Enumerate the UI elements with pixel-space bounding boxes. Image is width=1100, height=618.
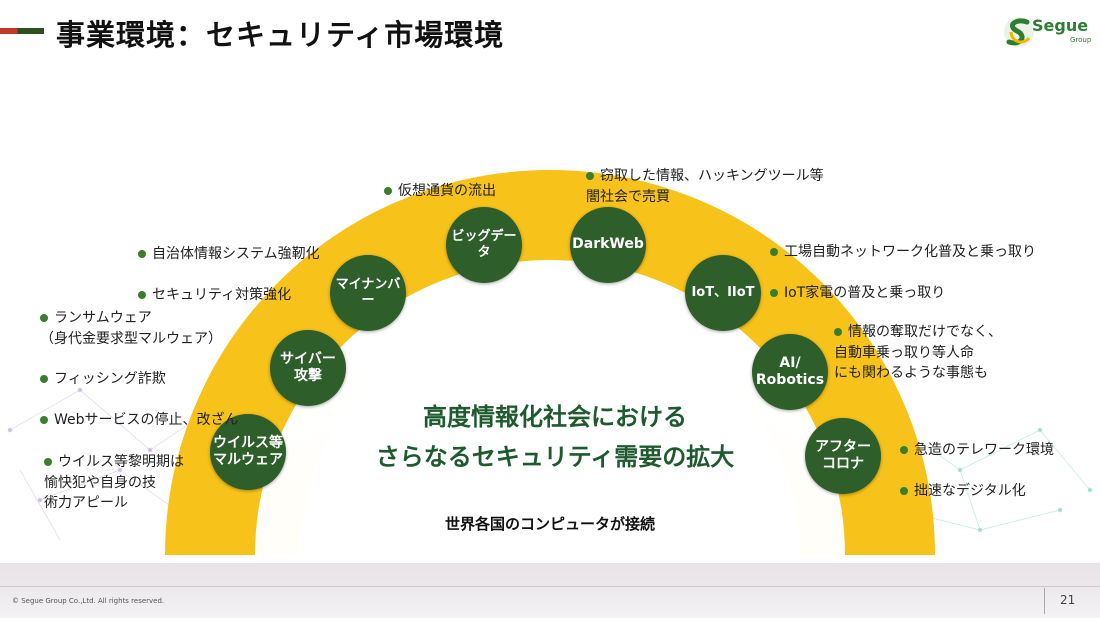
note-item: ウイルス等黎明期は 愉快犯や自身の技 術力アピール [44, 454, 184, 511]
note-item: 窃取した情報、ハッキングツール等 闇社会で売買 [586, 168, 824, 205]
node-after-corona: アフター コロナ [805, 418, 881, 494]
note-mynumber: 自治体情報システム強靭化 セキュリティ対策強化 [138, 224, 320, 325]
bullet-dot [44, 458, 52, 467]
note-item: 工場自動ネットワーク化普及と乗っ取り [770, 242, 1036, 262]
bullet-dot [900, 446, 908, 455]
bullet-dot [40, 415, 48, 424]
note-item: セキュリティ対策強化 [138, 285, 320, 305]
bullet-dot [40, 314, 48, 323]
bullet-dot [770, 288, 778, 297]
page-number: 21 [1060, 593, 1076, 607]
note-virus: ウイルス等黎明期は 愉快犯や自身の技 術力アピール [44, 432, 184, 533]
footer-divider [0, 586, 1100, 587]
title-accent-bar [0, 28, 44, 34]
note-item: 急造のテレワーク環境 [900, 440, 1054, 460]
note-item: Webサービスの停止、改ざん [40, 410, 239, 430]
note-item: フィッシング詐欺 [40, 369, 239, 389]
bullet-dot [770, 248, 778, 257]
note-iot: 工場自動ネットワーク化普及と乗っ取り IoT家電の普及と乗っ取り [770, 222, 1036, 323]
logo-subtext: Group [1070, 36, 1092, 44]
node-mynumber: マイナンバー [330, 255, 406, 331]
note-darkweb: 窃取した情報、ハッキングツール等 闇社会で売買 [586, 146, 824, 227]
page-title: 事業環境：セキュリティ市場環境 [56, 18, 505, 52]
bullet-dot [900, 486, 908, 495]
center-subtitle: 世界各国のコンピュータが接続 [444, 515, 655, 533]
segue-logo-icon [1004, 17, 1034, 47]
bullet-dot [138, 250, 146, 259]
note-cyber: ランサムウェア （身代金要求型マルウェア） フィッシング詐欺 Webサービスの停… [40, 288, 239, 450]
node-iot-iiot: IoT、IIoT [685, 255, 761, 331]
bullet-dot [586, 172, 594, 181]
bullet-dot [384, 187, 392, 196]
node-virus-malware: ウイルス等 マルウェア [210, 414, 286, 490]
page-number-divider [1044, 588, 1045, 614]
logo-wordmark: Segue [1032, 16, 1089, 35]
center-heading: 高度情報化社会における さらなるセキュリティ需要の拡大 [375, 403, 735, 471]
bullet-dot [138, 290, 146, 299]
bullet-dot [40, 375, 48, 384]
node-darkweb: DarkWeb [570, 207, 646, 283]
bullet-dot [834, 328, 842, 337]
note-item: ランサムウェア （身代金要求型マルウェア） [40, 310, 222, 347]
node-bigdata: ビッグデータ [446, 207, 522, 283]
note-bigdata: 仮想通貨の流出 [384, 161, 496, 222]
note-item: 仮想通貨の流出 [384, 181, 496, 201]
note-after-corona: 急造のテレワーク環境 拙速なデジタル化 [900, 420, 1054, 521]
note-item: 自治体情報システム強靭化 [138, 244, 320, 264]
node-ai-robotics: AI/ Robotics [752, 334, 828, 410]
footer-band [0, 563, 1100, 618]
note-item: IoT家電の普及と乗っ取り [770, 283, 1036, 303]
node-cyber-attack: サイバー 攻撃 [270, 330, 346, 406]
note-item: 拙速なデジタル化 [900, 481, 1054, 501]
copyright-text: © Segue Group Co.,Ltd. All rights reserv… [12, 597, 165, 605]
note-item: 情報の奪取だけでなく、 自動車乗っ取り等人命 にも関わるような事態も [834, 324, 1002, 381]
note-ai: 情報の奪取だけでなく、 自動車乗っ取り等人命 にも関わるような事態も [834, 302, 1002, 403]
